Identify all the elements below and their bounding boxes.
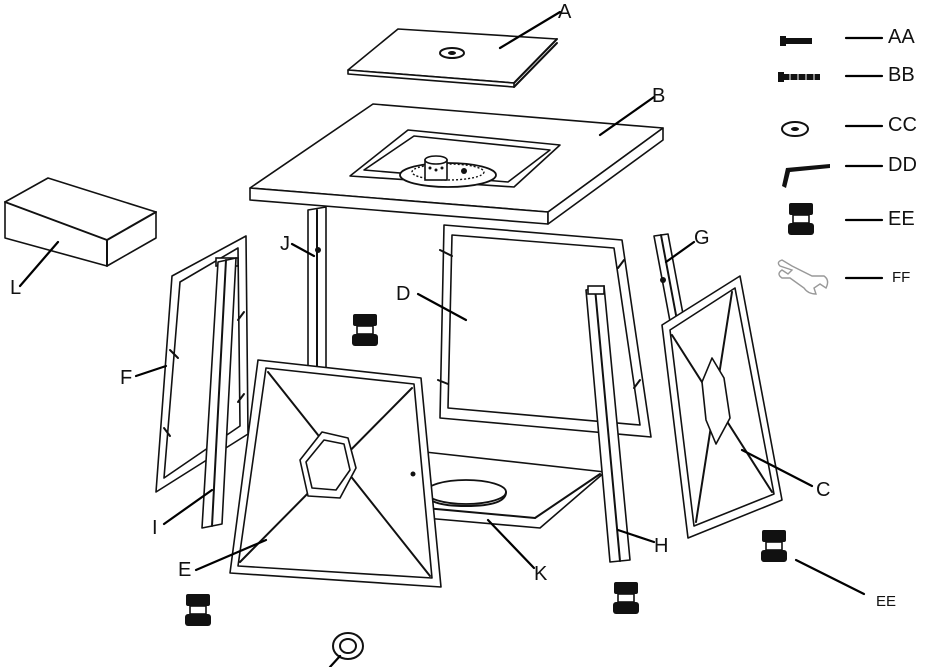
part-l-box <box>4 177 157 267</box>
ee-foot-right-drawing <box>761 530 787 562</box>
label-aa: AA <box>888 26 915 48</box>
label-cc: CC <box>888 114 917 136</box>
ee-foot-front-right-drawing <box>613 582 639 614</box>
label-h: H <box>654 535 669 557</box>
label-a: A <box>558 1 572 23</box>
part-i-leg <box>201 257 237 529</box>
label-b: B <box>652 85 666 107</box>
bb-bolt-drawing <box>778 72 820 82</box>
part-c-side-panel <box>661 275 783 539</box>
label-d: D <box>396 283 411 305</box>
ff-wrench-drawing <box>777 259 829 295</box>
part-d-back-panel <box>437 224 652 438</box>
label-c: C <box>816 479 831 501</box>
label-k: K <box>534 563 548 585</box>
label-l: L <box>10 277 22 299</box>
label-ee-callout: EE <box>876 593 897 610</box>
cc-washer-drawing <box>781 121 809 137</box>
ee-foot-left-drawing <box>352 314 378 346</box>
part-a-cover-plate <box>347 28 558 88</box>
leader-lines <box>18 10 884 596</box>
part-j-leg <box>307 206 327 373</box>
part-k-base-frame <box>424 451 606 529</box>
aa-bolt-drawing <box>780 36 812 46</box>
label-ff: FF <box>892 269 911 286</box>
part-e-front-panel <box>229 359 442 588</box>
label-f: F <box>120 367 133 389</box>
ee-foot-hardware-drawing <box>788 203 814 235</box>
label-j: J <box>280 233 290 255</box>
ee-foot-front-left-drawing <box>185 594 211 626</box>
label-ee: EE <box>888 208 915 230</box>
label-dd: DD <box>888 154 917 176</box>
label-g: G <box>694 227 710 249</box>
dd-hex-key-drawing <box>782 164 830 188</box>
part-b-table-top <box>249 103 664 225</box>
label-bb: BB <box>888 64 915 86</box>
label-i: I <box>152 517 158 539</box>
label-e: E <box>178 559 192 581</box>
part-h-leg <box>585 285 631 563</box>
igniter-knob-drawing <box>328 632 364 667</box>
